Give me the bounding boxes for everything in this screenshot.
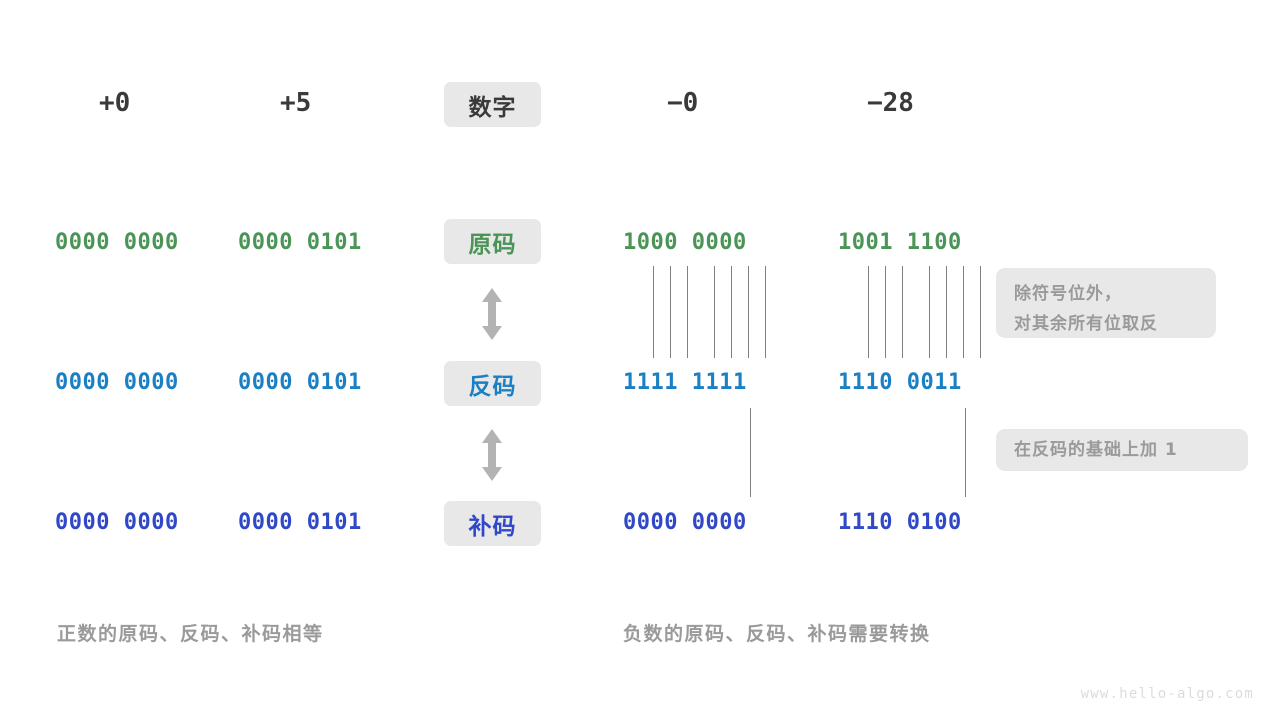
- row-label-ones-complement: 反码: [444, 361, 541, 406]
- cell-twos-complement-plus-five: 0000 0101: [238, 510, 362, 535]
- bit-connector-line: [748, 266, 749, 358]
- cell-ones-complement-minus-zero: 1111 1111: [623, 370, 747, 395]
- cell-ones-complement-minus-28: 1110 0011: [838, 370, 962, 395]
- bit-connector-line: [963, 266, 964, 358]
- cell-sign-magnitude-minus-zero: 1000 0000: [623, 230, 747, 255]
- cell-sign-magnitude-plus-zero: 0000 0000: [55, 230, 179, 255]
- row-label-number: 数字: [444, 82, 541, 127]
- note-add-one: 在反码的基础上加 1: [996, 429, 1248, 471]
- row-label-twos-complement: 补码: [444, 501, 541, 546]
- bit-connector-line: [714, 266, 715, 358]
- caption-positive: 正数的原码、反码、补码相等: [57, 623, 324, 645]
- row-label-sign-magnitude: 原码: [444, 219, 541, 264]
- cell-twos-complement-minus-zero: 0000 0000: [623, 510, 747, 535]
- bit-connector-line: [765, 266, 766, 358]
- note-invert-line2: 对其余所有位取反: [1014, 314, 1158, 334]
- bit-connector-line: [929, 266, 930, 358]
- cell-ones-complement-plus-five: 0000 0101: [238, 370, 362, 395]
- column-header-minus-zero: −0: [667, 88, 699, 118]
- cell-sign-magnitude-plus-five: 0000 0101: [238, 230, 362, 255]
- carry-connector-line: [965, 408, 966, 497]
- note-add-one-line1: 在反码的基础上加 1: [1014, 440, 1178, 460]
- double-vertical-arrow-icon: [482, 429, 502, 481]
- cell-twos-complement-plus-zero: 0000 0000: [55, 510, 179, 535]
- bit-connector-line: [687, 266, 688, 358]
- bit-connector-line: [731, 266, 732, 358]
- cell-sign-magnitude-minus-28: 1001 1100: [838, 230, 962, 255]
- column-header-minus-28: −28: [867, 88, 914, 118]
- cell-ones-complement-plus-zero: 0000 0000: [55, 370, 179, 395]
- bit-connector-line: [868, 266, 869, 358]
- column-header-plus-five: +5: [280, 88, 312, 118]
- bit-connector-line: [885, 266, 886, 358]
- double-vertical-arrow-icon: [482, 288, 502, 340]
- bit-connector-line: [902, 266, 903, 358]
- bit-connector-line: [653, 266, 654, 358]
- column-header-plus-zero: +0: [99, 88, 131, 118]
- caption-negative: 负数的原码、反码、补码需要转换: [623, 623, 931, 645]
- watermark: www.hello-algo.com: [1080, 686, 1254, 702]
- bit-connector-line: [980, 266, 981, 358]
- cell-twos-complement-minus-28: 1110 0100: [838, 510, 962, 535]
- carry-connector-line: [750, 408, 751, 497]
- bit-connector-line: [946, 266, 947, 358]
- bit-connector-line: [670, 266, 671, 358]
- note-invert-bits: 除符号位外， 对其余所有位取反: [996, 268, 1216, 338]
- note-invert-line1: 除符号位外，: [1014, 284, 1122, 304]
